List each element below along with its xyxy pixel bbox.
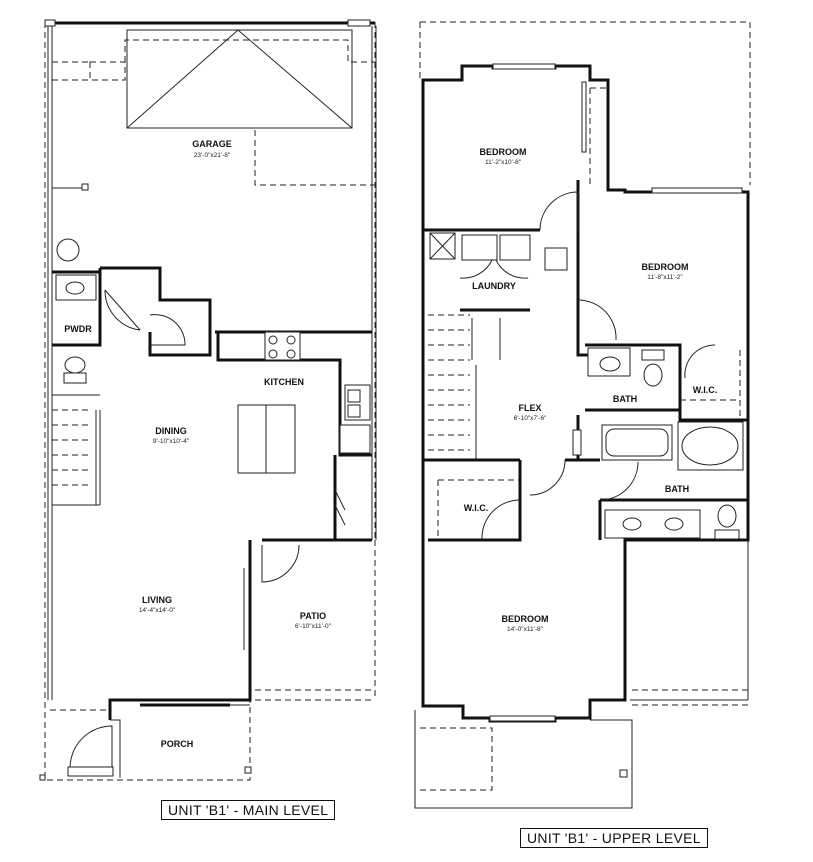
room-dims-bedroom-3: 14'-0"x11'-8"	[507, 626, 544, 633]
room-dims-bedroom-2: 11'-8"x11'-2"	[647, 274, 683, 281]
room-label-kitchen: KITCHEN	[264, 377, 304, 387]
room-dims-bedroom-1: 11'-2"x10'-8"	[485, 159, 522, 166]
upper-stairs	[423, 314, 520, 462]
room-label-bedroom-1: BEDROOM	[480, 147, 527, 157]
upper-level-labels: BEDROOM 11'-2"x10'-8" BEDROOM 11'-8"x11'…	[464, 147, 718, 633]
room-label-wic-2: W.I.C.	[464, 503, 489, 513]
upper-level-title: UNIT 'B1' - UPPER LEVEL	[520, 828, 708, 848]
main-level-title: UNIT 'B1' - MAIN LEVEL	[161, 800, 336, 820]
room-dims-patio: 6'-10"x11'-0"	[295, 623, 332, 630]
room-label-bedroom-2: BEDROOM	[642, 262, 689, 272]
upper-level-plan	[414, 21, 751, 809]
main-level-plan	[39, 19, 377, 781]
room-dims-dining: 9'-10"x10'-4"	[153, 438, 190, 445]
room-label-bath-1: BATH	[613, 394, 637, 404]
room-label-living: LIVING	[142, 595, 172, 605]
room-dims-living: 14'-4"x14'-0"	[139, 607, 176, 614]
room-dims-flex: 6'-10"x7'-6"	[514, 415, 547, 422]
main-stairs	[52, 394, 101, 506]
room-dims-garage: 23'-0"x21'-8"	[194, 152, 231, 159]
room-label-wic-1: W.I.C.	[693, 385, 718, 395]
room-label-garage: GARAGE	[192, 139, 232, 149]
room-label-patio: PATIO	[300, 611, 326, 621]
room-label-laundry: LAUNDRY	[472, 281, 516, 291]
room-label-pwdr: PWDR	[64, 324, 92, 334]
room-label-porch: PORCH	[161, 739, 194, 749]
room-label-flex: FLEX	[518, 403, 541, 413]
room-label-dining: DINING	[155, 426, 187, 436]
room-label-bath-2: BATH	[665, 484, 689, 494]
room-label-bedroom-3: BEDROOM	[502, 614, 549, 624]
main-level-labels: GARAGE 23'-0"x21'-8" PWDR KITCHEN DINING…	[64, 139, 331, 749]
